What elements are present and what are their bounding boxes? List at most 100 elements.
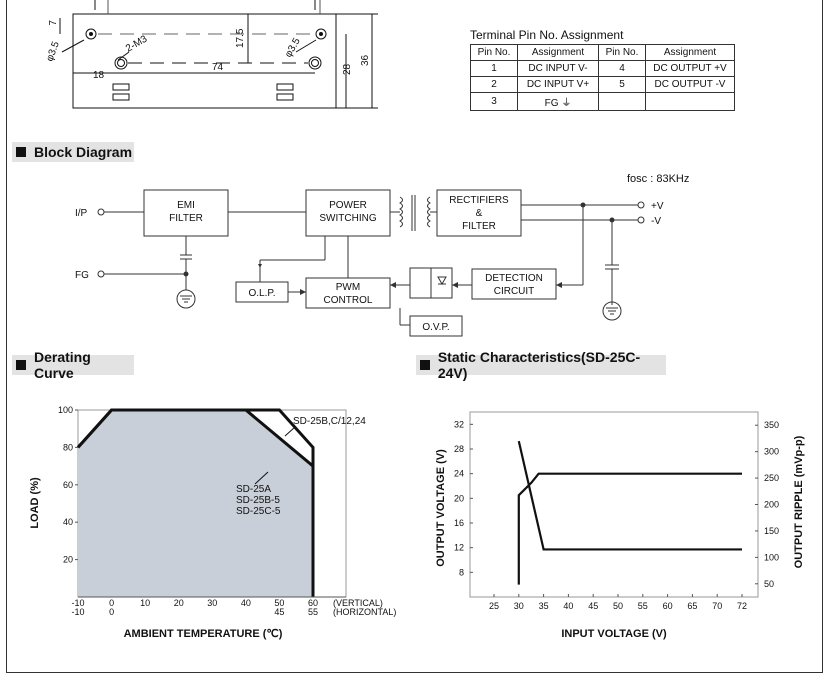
series-label: SD-25A <box>236 484 271 495</box>
x-tick-label: 0 <box>109 607 114 617</box>
series-label: SD-25B,C/12,24 <box>293 416 366 427</box>
header-assignment: Assignment <box>645 44 735 61</box>
x-tick-label: -10 <box>71 598 84 608</box>
dim-hole-left: φ3.5 <box>44 40 61 63</box>
page-frame <box>6 0 823 673</box>
x-tick-label: -10 <box>71 607 84 617</box>
x-tick-label: 55 <box>308 607 318 617</box>
y-right-tick-label: 250 <box>764 473 779 483</box>
table-cell: 3 <box>470 92 518 111</box>
series-line <box>517 472 742 585</box>
pin-table-title: Terminal Pin No. Assignment <box>470 28 624 42</box>
x-axis-title: INPUT VOLTAGE (V) <box>561 628 667 640</box>
x-tick-label: 40 <box>241 598 251 608</box>
pin-table-header: Pin No. Assignment Pin No. Assignment <box>470 44 735 61</box>
x-tick-label: 30 <box>514 601 524 611</box>
table-cell: FG ⏚ <box>517 92 599 111</box>
table-row: 1 DC INPUT V- 4 DC OUTPUT +V <box>470 60 735 77</box>
y-left-tick-label: 8 <box>459 567 464 577</box>
table-cell: DC INPUT V- <box>517 60 599 77</box>
ovp-label: O.V.P. <box>422 322 449 333</box>
section-title: Derating Curve <box>33 349 91 381</box>
pwm-label-1: PWM <box>336 282 360 293</box>
y-right-tick-label: 300 <box>764 447 779 457</box>
x-tick-label: 45 <box>274 607 284 617</box>
y-axis-title: LOAD (%) <box>29 477 41 529</box>
x-axis-title: AMBIENT TEMPERATURE (℃) <box>124 628 283 640</box>
x-tick-label: 50 <box>274 598 284 608</box>
y-tick-label: 40 <box>63 517 73 527</box>
x-tick-label: 20 <box>174 598 184 608</box>
header-pin-no: Pin No. <box>470 44 518 61</box>
rectifiers-block <box>436 189 522 237</box>
ps-label-1: POWER <box>329 200 367 211</box>
y-right-tick-label: 150 <box>764 526 779 536</box>
dim-28: 28 <box>342 63 353 75</box>
case-outline <box>72 13 337 109</box>
header-pin-no: Pin No. <box>598 44 646 61</box>
x-tick-label: 40 <box>563 601 573 611</box>
y-right-tick-label: 350 <box>764 420 779 430</box>
series-line <box>517 440 742 551</box>
y-left-tick-label: 24 <box>454 469 464 479</box>
x-tick-label: 60 <box>663 601 673 611</box>
mechanical-drawing: 7 φ3.5 2-M3 17.5 φ3.5 18 74 28 36 <box>44 0 378 109</box>
y-right-axis-title: OUTPUT RIPPLE (mVp-p) <box>793 435 805 568</box>
y-left-tick-label: 12 <box>454 543 464 553</box>
dim-m3: 2-M3 <box>124 33 150 54</box>
y-tick-label: 100 <box>58 405 73 415</box>
series-line <box>76 408 315 597</box>
dim-17-5: 17.5 <box>235 28 246 48</box>
header-assignment: Assignment <box>517 44 599 61</box>
table-cell: DC INPUT V+ <box>517 76 599 93</box>
table-cell: 1 <box>470 60 518 77</box>
block-diagram: I/P FG EMI FILTER POWER SWITCHING RECTIF… <box>75 173 689 337</box>
square-bullet-icon <box>16 147 26 157</box>
dim-hole-right: φ3.5 <box>283 36 303 60</box>
series-label: SD-25B-5 <box>236 495 280 506</box>
label-ip: I/P <box>75 208 88 219</box>
x-axis-note: (HORIZONTAL) <box>333 607 396 617</box>
pwm-label-2: CONTROL <box>324 295 373 306</box>
y-right-tick-label: 100 <box>764 552 779 562</box>
det-label-1: DETECTION <box>485 273 543 284</box>
x-axis-note: (VERTICAL) <box>333 598 383 608</box>
derating-header: Derating Curve <box>12 349 134 381</box>
screw-right <box>308 56 322 70</box>
x-tick-label: 25 <box>489 601 499 611</box>
x-tick-label: 35 <box>539 601 549 611</box>
x-tick-label: 10 <box>140 598 150 608</box>
y-left-tick-label: 20 <box>454 493 464 503</box>
det-label-2: CIRCUIT <box>494 286 535 297</box>
pin-assignment-table: Pin No. Assignment Pin No. Assignment 1 … <box>470 44 735 111</box>
y-tick-label: 60 <box>63 480 73 490</box>
table-cell <box>645 92 735 111</box>
table-row: 2 DC INPUT V+ 5 DC OUTPUT -V <box>470 76 735 93</box>
table-cell: 5 <box>598 76 646 93</box>
area-fill <box>78 410 313 597</box>
detection-circuit-block <box>471 268 557 300</box>
table-cell: 4 <box>598 60 646 77</box>
y-right-tick-label: 200 <box>764 500 779 510</box>
x-tick-label: 72 <box>737 601 747 611</box>
x-tick-label: 55 <box>638 601 648 611</box>
table-cell: 2 <box>470 76 518 93</box>
ovp-block <box>409 315 463 337</box>
table-row: 3 FG ⏚ <box>470 92 735 111</box>
label-fg: FG <box>75 270 89 281</box>
fosc-label: fosc : 83KHz <box>627 173 689 185</box>
label-leader <box>254 471 269 485</box>
y-left-tick-label: 32 <box>454 419 464 429</box>
y-tick-label: 20 <box>63 555 73 565</box>
table-cell: DC OUTPUT -V <box>645 76 735 93</box>
x-tick-label: 0 <box>109 598 114 608</box>
square-bullet-icon <box>16 360 26 370</box>
olp-label: O.L.P. <box>248 288 275 299</box>
y-right-tick-label: 50 <box>764 579 774 589</box>
dim-74: 74 <box>212 62 224 73</box>
static-header: Static Characteristics(SD-25C-24V) <box>416 349 666 381</box>
x-tick-label: 50 <box>613 601 623 611</box>
table-cell <box>598 92 646 111</box>
ps-label-2: SWITCHING <box>319 213 376 224</box>
